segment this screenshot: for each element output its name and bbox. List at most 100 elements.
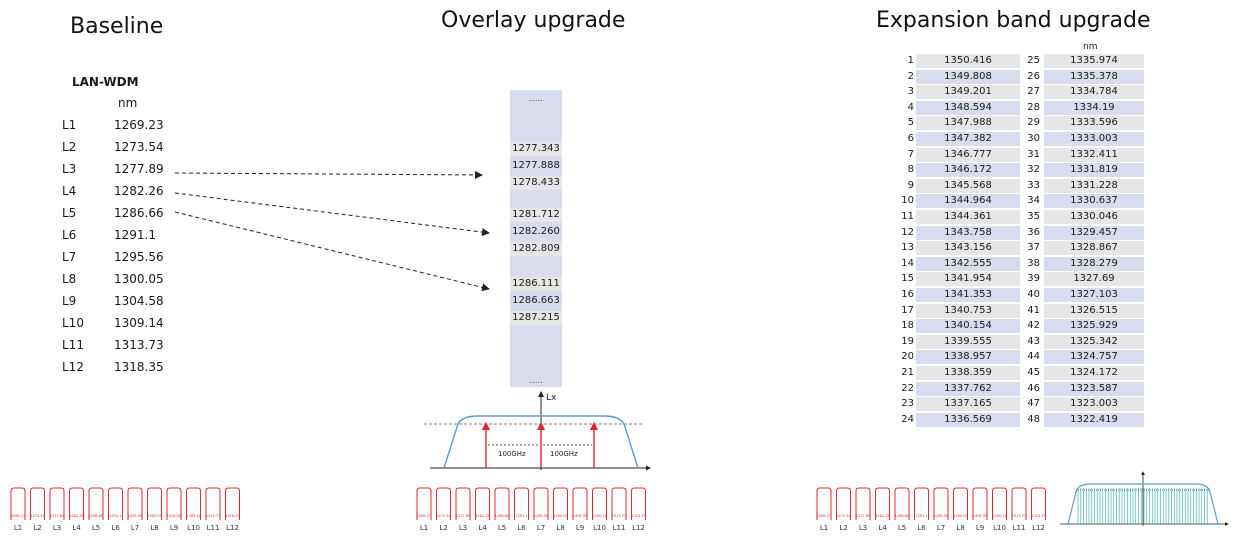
- channel-wavelength: 1318.35: [1031, 514, 1045, 518]
- channel-wavelength: 1304.58: [167, 514, 181, 518]
- channel-wavelength: 1318.35: [631, 514, 645, 518]
- channel-filter-shape: [186, 487, 201, 520]
- channel-wavelength: 1318.35: [225, 514, 239, 518]
- channel-filter-shape: [225, 487, 240, 520]
- channel-wavelength: 1277.89: [456, 514, 470, 518]
- channel-wavelength: 1304.58: [973, 514, 987, 518]
- channel-label: L10: [187, 524, 200, 532]
- expansion-index: 31: [1027, 148, 1040, 160]
- channel-wavelength: 1300.05: [553, 514, 567, 518]
- channel-label: L8: [150, 524, 158, 532]
- channel-filter-shape: [1031, 487, 1046, 520]
- expansion-index: 38: [1027, 257, 1040, 269]
- channel-label: L11: [613, 524, 626, 532]
- expansion-index: 32: [1027, 164, 1040, 176]
- expansion-index: 21: [901, 367, 914, 378]
- channel-label: L4: [878, 524, 887, 532]
- expansion-value: 1333.596: [1044, 116, 1144, 131]
- expansion-index: 48: [1027, 413, 1040, 425]
- channel-label: L12: [226, 524, 239, 532]
- expansion-index: 11: [901, 211, 914, 222]
- expansion-value: 1327.69: [1044, 272, 1144, 287]
- expansion-value: 1341.954: [916, 272, 1020, 287]
- expansion-value: 1327.103: [1044, 288, 1144, 302]
- channel-wavelength: 1309.14: [992, 514, 1007, 518]
- channel-wavelength: 1269.23: [417, 514, 431, 518]
- overlay-channel-value: 1286.111: [510, 277, 562, 291]
- channel-label: L6: [111, 524, 120, 532]
- channel-wavelength: 1291.1: [915, 514, 927, 518]
- lan-wdm-value: 1291.1: [114, 228, 156, 242]
- channel-filter-shape: [992, 487, 1007, 520]
- expansion-index: 22: [901, 382, 914, 394]
- expansion-value: 1350.416: [916, 54, 1020, 68]
- channel-wavelength: 1273.54: [30, 514, 45, 518]
- expansion-value: 1325.342: [1044, 334, 1144, 349]
- expansion-index: 39: [1027, 273, 1040, 285]
- expansion-value: 1347.382: [916, 132, 1020, 146]
- channel-wavelength: 1286.66: [495, 514, 509, 518]
- lan-wdm-label: L11: [62, 338, 84, 352]
- channel-filter-shape: [10, 487, 26, 520]
- channel-label: L10: [993, 524, 1006, 532]
- channel-filter-shape: [475, 487, 490, 520]
- expansion-value: 1328.867: [1044, 241, 1144, 256]
- overlay-channel-value: 1282.260: [510, 225, 562, 239]
- expansion-index: 9: [907, 179, 914, 191]
- channel-label: L5: [92, 524, 100, 532]
- expansion-value: 1330.046: [1044, 210, 1144, 224]
- lan-wdm-value: 1300.05: [114, 272, 164, 286]
- channel-filter-shape: [416, 487, 432, 520]
- channel-filter-shape: [205, 487, 221, 520]
- channel-filter-shape: [108, 487, 123, 520]
- channel-wavelength: 1295.56: [128, 514, 142, 518]
- expansion-value: 1329.457: [1044, 225, 1144, 240]
- lan-wdm-value: 1277.89: [114, 162, 164, 176]
- channel-wavelength: 1313.73: [612, 514, 626, 518]
- channel-filter-shape: [894, 487, 910, 520]
- expansion-value: 1338.359: [916, 366, 1020, 380]
- expansion-value: 1341.353: [916, 288, 1020, 302]
- overlay-channel-value: 1277.888: [510, 159, 562, 173]
- expansion-index: 14: [901, 257, 914, 269]
- lan-wdm-value: 1286.66: [114, 206, 164, 220]
- overlay-dots-bottom: .....: [528, 376, 544, 386]
- channel-label: L2: [33, 524, 41, 532]
- channel-filter-shape: [30, 487, 45, 520]
- spacing-label-right: 100GHz: [550, 450, 578, 458]
- channel-filter-shape: [631, 487, 646, 520]
- expansion-index: 15: [901, 273, 914, 285]
- expansion-value: 1337.165: [916, 397, 1020, 412]
- overlay-channel-value: 1281.712: [510, 208, 562, 222]
- expansion-index: 35: [1027, 211, 1040, 222]
- expansion-value: 1344.964: [916, 194, 1020, 209]
- expansion-value: 1342.555: [916, 256, 1020, 271]
- channel-wavelength: 1277.89: [50, 514, 64, 518]
- channel-wavelength: 1291.1: [515, 514, 527, 518]
- lan-wdm-label: L4: [62, 184, 77, 198]
- expansion-index: 4: [907, 101, 914, 113]
- expansion-value: 1331.228: [1044, 178, 1144, 193]
- channel-wavelength: 1282.26: [69, 514, 83, 518]
- overlay-channel-value: 1277.343: [510, 142, 562, 156]
- expansion-value: 1343.758: [916, 225, 1020, 240]
- expansion-value: 1337.762: [916, 381, 1020, 396]
- expansion-value: 1323.587: [1044, 381, 1144, 396]
- channel-filter-shape: [69, 487, 84, 520]
- expansion-index: 44: [1027, 351, 1040, 363]
- overlay-title: Overlay upgrade: [441, 8, 626, 33]
- channel-label: L12: [1032, 524, 1045, 532]
- expansion-index: 46: [1027, 382, 1040, 394]
- expansion-value: 1333.003: [1044, 132, 1144, 146]
- expansion-value: 1347.988: [916, 116, 1020, 131]
- expansion-index: 24: [901, 413, 914, 425]
- expansion-index: 40: [1027, 289, 1040, 300]
- expansion-index: 34: [1027, 195, 1040, 207]
- expansion-index: 23: [901, 398, 914, 410]
